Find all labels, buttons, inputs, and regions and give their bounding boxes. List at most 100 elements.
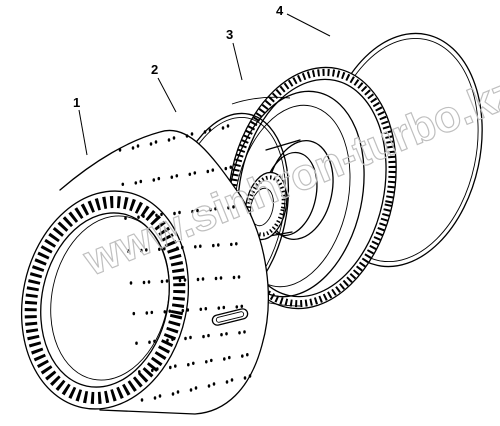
- perforation-hole: [201, 277, 205, 281]
- perforation-hole: [158, 394, 162, 398]
- perforation-hole: [153, 396, 157, 400]
- callout-4: 4: [276, 3, 331, 37]
- perforation-hole: [145, 248, 148, 252]
- perforation-hole: [181, 308, 185, 313]
- perforation-hole: [230, 378, 234, 382]
- perforation-hole: [185, 134, 189, 138]
- perforation-hole: [203, 130, 207, 134]
- perforation-hole: [246, 353, 249, 357]
- perforation-hole: [207, 384, 211, 388]
- perforation-hole: [165, 279, 169, 283]
- perforation-hole: [134, 181, 138, 185]
- perforation-hole: [127, 249, 130, 253]
- perforation-hole: [208, 128, 212, 132]
- callout-3: 3: [226, 27, 243, 81]
- perforation-hole: [153, 339, 156, 343]
- perforation-hole: [150, 310, 154, 315]
- perforation-hole: [166, 338, 169, 342]
- callout-label-4: 4: [276, 3, 284, 18]
- perforation-hole: [232, 205, 235, 209]
- perforation-hole: [219, 276, 223, 280]
- perforation-hole: [149, 142, 153, 146]
- perforation-hole: [160, 279, 164, 284]
- perforation-hole: [184, 336, 187, 341]
- perforation-hole: [140, 398, 144, 402]
- perforation-hole: [173, 211, 176, 216]
- perforation-hole: [230, 242, 233, 247]
- perforation-hole: [241, 354, 244, 358]
- perforation-hole: [183, 278, 187, 282]
- perforation-hole: [178, 278, 182, 283]
- perforation-hole: [238, 331, 241, 335]
- perforation-hole: [169, 365, 172, 370]
- perforation-hole: [199, 244, 202, 248]
- callout-label-3: 3: [226, 27, 233, 42]
- perforation-hole: [199, 307, 203, 311]
- perforation-hole: [217, 306, 221, 310]
- callout-label-1: 1: [73, 95, 80, 110]
- perforation-hole: [152, 178, 156, 182]
- perforation-hole: [168, 309, 172, 313]
- perforation-hole: [196, 208, 199, 213]
- perforation-hole: [214, 207, 217, 211]
- perforation-hole: [205, 360, 208, 364]
- perforation-hole: [226, 124, 230, 128]
- perforation-hole: [232, 275, 236, 280]
- perforation-hole: [225, 332, 228, 336]
- perforation-hole: [202, 334, 205, 339]
- perforation-hole: [189, 335, 192, 340]
- perforation-hole: [163, 310, 167, 314]
- perforation-hole: [229, 165, 233, 169]
- perforation-hole: [207, 333, 210, 338]
- perforation-hole: [190, 132, 194, 136]
- perforation-hole: [204, 307, 208, 311]
- perforation-hole: [142, 214, 145, 218]
- perforation-hole: [235, 305, 239, 309]
- perforation-hole: [196, 277, 200, 282]
- perforation-hole: [243, 376, 247, 380]
- perforation-hole: [223, 357, 226, 361]
- perforation-hole: [189, 388, 193, 392]
- callout-1: 1: [73, 95, 88, 156]
- perforation-hole: [209, 208, 212, 212]
- perforation-hole: [181, 245, 184, 250]
- perforation-hole: [225, 380, 229, 384]
- perforation-hole: [175, 174, 179, 178]
- perforation-hole: [221, 126, 225, 130]
- perforation-hole: [138, 370, 141, 374]
- perforation-hole: [158, 247, 161, 251]
- perforation-hole: [151, 368, 154, 373]
- perforation-hole: [194, 245, 197, 249]
- perforation-hole: [222, 305, 226, 310]
- perforation-hole: [132, 311, 136, 316]
- perforation-hole: [186, 308, 190, 312]
- perforation-hole: [178, 210, 181, 215]
- perforation-hole: [237, 275, 241, 279]
- perforation-hole: [136, 144, 140, 148]
- perforation-hole: [243, 330, 246, 334]
- perforation-hole: [145, 311, 149, 315]
- perforation-hole: [142, 280, 146, 285]
- perforation-hole: [160, 212, 163, 217]
- perforation-hole: [248, 374, 252, 378]
- perforation-hole: [121, 182, 125, 186]
- perforation-hole: [212, 243, 215, 248]
- perforation-hole: [124, 216, 127, 220]
- perforation-hole: [148, 340, 151, 344]
- part-1-perforated-drum: [20, 124, 269, 415]
- perforation-hole: [193, 171, 197, 175]
- perforation-hole: [155, 213, 158, 217]
- perforation-hole: [131, 146, 135, 150]
- perforation-hole: [191, 209, 194, 214]
- perforation-hole: [176, 390, 180, 394]
- perforation-hole: [228, 355, 231, 360]
- perforation-hole: [135, 341, 138, 345]
- perforation-hole: [139, 179, 143, 184]
- callout-2: 2: [151, 62, 177, 113]
- perforation-hole: [187, 363, 190, 367]
- perforation-hole: [154, 140, 158, 144]
- perforation-hole: [210, 358, 213, 363]
- perforation-hole: [224, 166, 228, 171]
- perforation-hole: [217, 243, 220, 247]
